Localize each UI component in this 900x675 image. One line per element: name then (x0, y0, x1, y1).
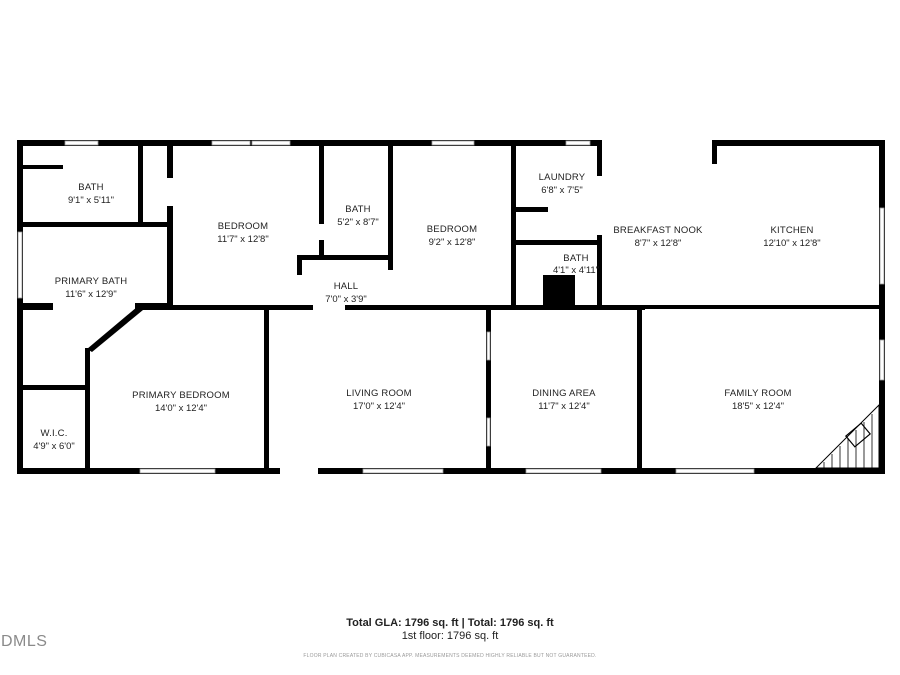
room-2-dims: 11'7" x 12'8" (217, 234, 268, 245)
room-2-name: BEDROOM (218, 221, 269, 232)
room-5-name: BEDROOM (427, 224, 478, 235)
room-1-name: PRIMARY BATH (55, 276, 128, 287)
room-8-dims: 8'7" x 12'8" (635, 238, 682, 249)
room-6-name: LAUNDRY (539, 172, 586, 183)
room-9-name: KITCHEN (770, 225, 813, 236)
openings (167, 140, 712, 474)
room-7-dims: 4'1" x 4'11" (553, 265, 599, 276)
windows (17, 140, 885, 474)
room-4-name: HALL (334, 281, 359, 292)
room-10-dims: 14'0" x 12'4" (155, 403, 207, 414)
room-11-name: W.I.C. (40, 428, 67, 439)
room-3-name: BATH (345, 204, 370, 215)
stair-icon (814, 403, 880, 469)
room-10-name: PRIMARY BEDROOM (132, 390, 230, 401)
room-12-dims: 17'0" x 12'4" (353, 401, 405, 412)
disclaimer: FLOOR PLAN CREATED BY CUBICASA APP. MEAS… (303, 653, 597, 659)
room-13-dims: 11'7" x 12'4" (538, 401, 589, 412)
room-7-name: BATH (563, 253, 588, 264)
room-labels: BATH 9'1" x 5'11" PRIMARY BATH 11'6" x 1… (33, 172, 820, 452)
total-area: Total GLA: 1796 sq. ft | Total: 1796 sq.… (346, 617, 554, 629)
room-4-dims: 7'0" x 3'9" (325, 294, 367, 305)
room-0-name: BATH (78, 182, 103, 193)
interior-walls (23, 146, 885, 470)
room-3-dims: 5'2" x 8'7" (337, 217, 379, 228)
area-summary: Total GLA: 1796 sq. ft | Total: 1796 sq.… (0, 617, 900, 642)
room-8-name: BREAKFAST NOOK (613, 225, 703, 236)
room-0-dims: 9'1" x 5'11" (68, 195, 114, 206)
room-9-dims: 12'10" x 12'8" (763, 238, 820, 249)
room-6-dims: 6'8" x 7'5" (541, 185, 583, 196)
room-1-dims: 11'6" x 12'9" (65, 289, 116, 300)
room-14-name: FAMILY ROOM (724, 388, 791, 399)
room-14-dims: 18'5" x 12'4" (732, 401, 784, 412)
room-13-name: DINING AREA (532, 388, 596, 399)
room-12-name: LIVING ROOM (346, 388, 412, 399)
room-11-dims: 4'9" x 6'0" (33, 441, 75, 452)
mls-logo: DMLS (1, 633, 48, 650)
room-5-dims: 9'2" x 12'8" (429, 237, 476, 248)
floor-area: 1st floor: 1796 sq. ft (401, 630, 499, 642)
